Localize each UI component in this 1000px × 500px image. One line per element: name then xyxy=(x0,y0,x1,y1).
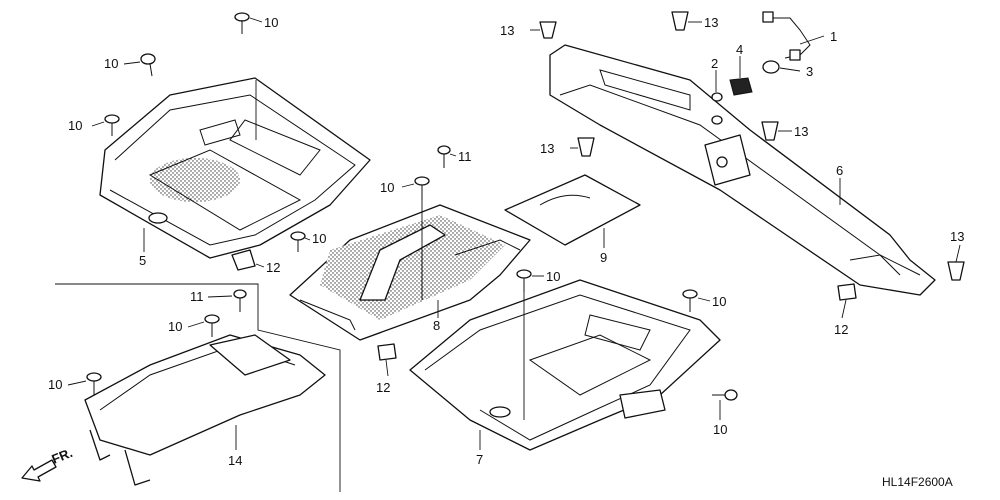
part-14-panel xyxy=(84,334,326,486)
bolt-10-icon xyxy=(516,269,532,292)
bolt-10-icon xyxy=(86,372,102,395)
callout-9: 9 xyxy=(600,250,607,265)
callout-10: 10 xyxy=(68,118,82,133)
callout-10: 10 xyxy=(312,231,326,246)
clip-13-icon xyxy=(947,261,965,281)
part-8-tunnel xyxy=(289,204,531,341)
bolt-10-icon xyxy=(290,231,306,252)
fasteners xyxy=(86,11,965,401)
callout-10: 10 xyxy=(168,319,182,334)
callout-10: 10 xyxy=(380,180,394,195)
callout-10: 10 xyxy=(713,422,727,437)
callout-11: 11 xyxy=(190,289,204,304)
callout-6: 6 xyxy=(836,163,843,178)
callout-10: 10 xyxy=(712,294,726,309)
part-1-harness xyxy=(762,11,811,61)
clip-13-icon xyxy=(761,121,779,141)
callout-13: 13 xyxy=(704,15,718,30)
callout-13: 13 xyxy=(500,23,514,38)
callout-10: 10 xyxy=(48,377,62,392)
bolt-10-icon xyxy=(104,114,120,136)
callout-14: 14 xyxy=(228,453,242,468)
front-direction-arrow: FR. xyxy=(21,445,75,482)
callout-12: 12 xyxy=(834,322,848,337)
bolt-10-icon xyxy=(204,314,220,337)
part-6-cover xyxy=(549,44,936,296)
screw-11-icon xyxy=(233,289,247,312)
screw-11-icon xyxy=(437,145,451,168)
callout-8: 8 xyxy=(433,318,440,333)
callout-12: 12 xyxy=(266,260,280,275)
nut-12-icon xyxy=(377,343,397,361)
callout-3: 3 xyxy=(806,64,813,79)
callouts: 1 2 3 4 5 6 7 8 9 10 10 10 10 10 10 10 1… xyxy=(48,15,964,468)
diagram-code: HL14F2600A xyxy=(882,475,953,489)
part-4-socket xyxy=(729,77,753,96)
callout-10: 10 xyxy=(104,56,118,71)
clip-13-icon xyxy=(539,21,557,39)
bolt-10-icon xyxy=(140,53,156,77)
part-2-ring xyxy=(711,92,723,125)
bolt-10-icon xyxy=(414,176,430,200)
clip-13-icon xyxy=(577,137,595,157)
part-9-plate xyxy=(504,174,641,246)
leader-lines xyxy=(67,17,961,450)
callout-2: 2 xyxy=(711,56,718,71)
callout-5: 5 xyxy=(139,253,146,268)
clip-13-icon xyxy=(671,11,689,31)
part-3-grommet xyxy=(762,60,780,74)
nut-12-icon xyxy=(837,283,857,301)
callout-11: 11 xyxy=(458,149,472,164)
callout-1: 1 xyxy=(830,29,837,44)
part-5-panel xyxy=(99,77,371,271)
callout-10: 10 xyxy=(264,15,278,30)
bolt-10-icon xyxy=(682,289,698,312)
separator-line xyxy=(55,283,341,492)
direction-label: FR. xyxy=(50,445,75,467)
bolt-10-icon xyxy=(712,389,738,401)
callout-13: 13 xyxy=(950,229,964,244)
callout-4: 4 xyxy=(736,42,743,57)
callout-13: 13 xyxy=(794,124,808,139)
callout-7: 7 xyxy=(476,452,483,467)
part-7-panel xyxy=(409,279,721,451)
callout-12: 12 xyxy=(376,380,390,395)
callout-10: 10 xyxy=(546,269,560,284)
bolt-10-icon xyxy=(234,12,250,34)
callout-13: 13 xyxy=(540,141,554,156)
